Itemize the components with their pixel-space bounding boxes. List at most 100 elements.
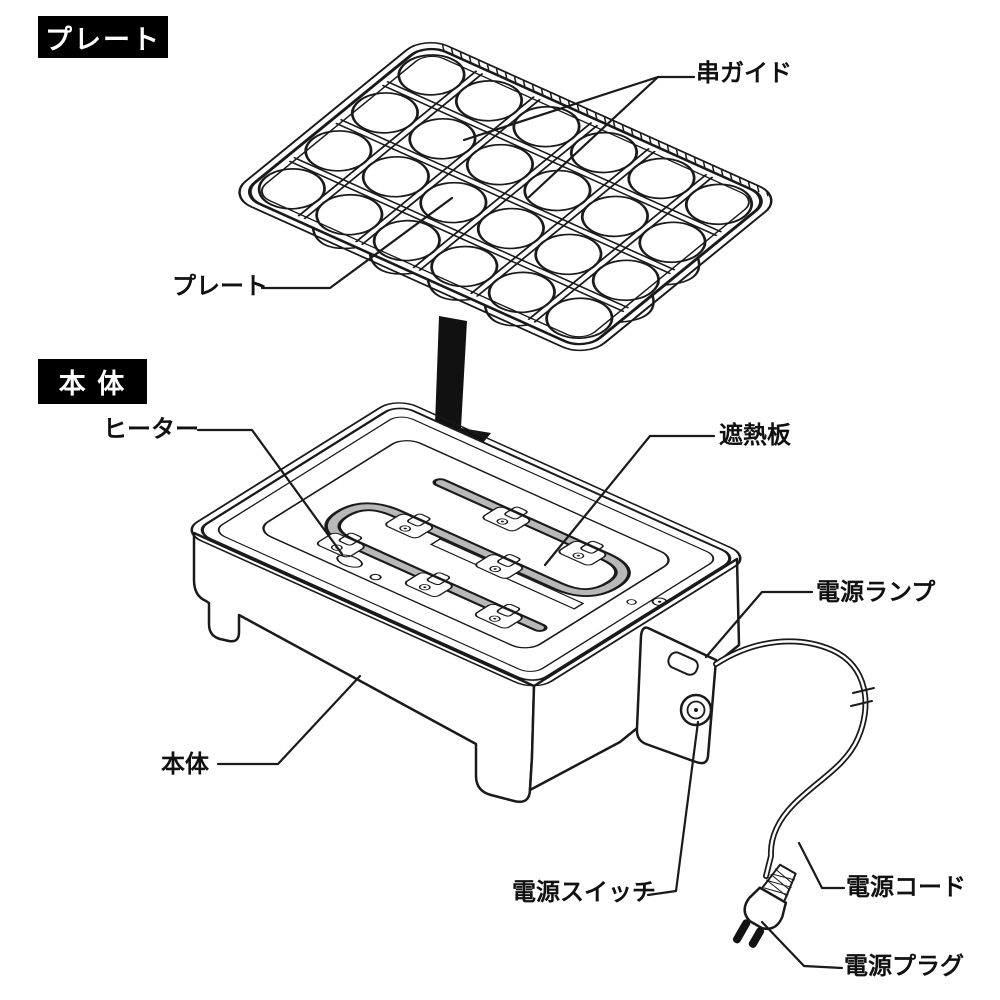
mold-cup bbox=[545, 297, 614, 339]
rim-hatch-tick bbox=[630, 129, 634, 136]
rim-hatch-tick bbox=[648, 137, 652, 144]
skewer-guide-groove bbox=[340, 119, 676, 271]
callout-line-skewer-guide-2 bbox=[527, 75, 660, 199]
mold-cup bbox=[430, 245, 499, 288]
rim-hatch-tick bbox=[603, 117, 607, 124]
plate-rim bbox=[247, 47, 763, 346]
mold-cup bbox=[361, 155, 430, 198]
rim-hatch-tick bbox=[720, 169, 724, 177]
body-unit bbox=[190, 402, 742, 803]
mold-cup bbox=[512, 105, 581, 148]
callout-line-power-switch bbox=[646, 720, 700, 897]
rim-hatch-tick bbox=[531, 84, 535, 91]
plug-body bbox=[743, 886, 788, 930]
skewer-guide-groove bbox=[476, 150, 656, 297]
mold-cup bbox=[257, 168, 326, 210]
heater-bracket bbox=[404, 572, 453, 598]
skewer-guide-groove bbox=[361, 99, 541, 245]
rim-hatch-tick bbox=[495, 68, 499, 75]
mold-cup bbox=[315, 193, 384, 236]
label-plate: プレート bbox=[172, 273, 268, 300]
callout-line-heat-shield bbox=[543, 434, 716, 567]
rim-hatch-tick bbox=[729, 173, 733, 181]
rim-hatch-tick bbox=[684, 153, 688, 160]
callout-line-heater bbox=[196, 428, 344, 556]
callout-line-power-lamp bbox=[704, 590, 814, 659]
skewer-guide-groove bbox=[470, 148, 650, 295]
heater-element bbox=[327, 480, 628, 631]
rim-hatch-tick bbox=[666, 145, 670, 152]
mold-cup bbox=[465, 143, 534, 186]
rim-hatch-tick bbox=[639, 133, 643, 140]
skewer-guide-groove bbox=[293, 157, 629, 309]
callout-lines bbox=[196, 75, 846, 970]
power-plug bbox=[732, 863, 797, 948]
callout-line-power-cord bbox=[797, 841, 846, 890]
plug-prong bbox=[732, 919, 751, 944]
label-power-switch: 電源スイッチ bbox=[512, 879, 656, 906]
heater-bracket bbox=[558, 540, 607, 566]
section-header-plate-text: プレート bbox=[45, 24, 161, 55]
callout-line-main-body bbox=[216, 674, 362, 766]
callout-line-power-plug bbox=[760, 920, 844, 970]
mold-cup bbox=[397, 54, 466, 96]
rim-hatch-tick bbox=[513, 76, 517, 83]
mold-underside-bump bbox=[665, 258, 701, 286]
mold-cup bbox=[419, 181, 488, 224]
skewer-guide-groove bbox=[412, 122, 593, 269]
rim-hatch-tick bbox=[765, 190, 769, 197]
label-heat-shield: 遮熱板 bbox=[719, 422, 791, 449]
plate-outer-lip bbox=[238, 42, 773, 352]
body-right-wall bbox=[528, 557, 741, 792]
power-switch-knob bbox=[679, 693, 713, 727]
rim-hatch-tick bbox=[459, 52, 463, 59]
heater-bracket bbox=[482, 506, 531, 532]
rim-hatch-tick bbox=[675, 149, 679, 156]
rim-hatch-tick bbox=[612, 121, 616, 128]
mold-underside-bump bbox=[426, 279, 472, 301]
mold-cup bbox=[591, 259, 660, 302]
rim-hatch-tick bbox=[621, 125, 625, 132]
skewer-guide-groove bbox=[527, 174, 708, 320]
label-skewer-guide: 串ガイド bbox=[696, 60, 792, 87]
body-inner-rim bbox=[217, 416, 715, 672]
rim-hatch-tick bbox=[450, 48, 454, 55]
mold-cup bbox=[487, 271, 556, 314]
rim-hatch-tick bbox=[486, 64, 490, 71]
rim-hatch-tick bbox=[504, 72, 508, 79]
rim-hatch-tick bbox=[477, 60, 481, 67]
mold-cup bbox=[408, 118, 477, 160]
plate-mold-grid bbox=[257, 44, 769, 339]
rim-hatch-tick bbox=[558, 96, 562, 104]
plug-prong bbox=[748, 927, 765, 948]
mold-cup bbox=[523, 169, 592, 212]
label-heater: ヒーター bbox=[103, 416, 199, 443]
mold-cup bbox=[638, 221, 707, 264]
heat-shield-plate bbox=[262, 440, 670, 649]
label-power-plug: 電源プラグ bbox=[844, 953, 964, 980]
mold-cup bbox=[580, 195, 649, 238]
rim-hatch-tick bbox=[738, 177, 742, 185]
rim-hatch-tick bbox=[540, 88, 544, 96]
mold-cup bbox=[534, 233, 603, 276]
skewer-guide-groove bbox=[335, 122, 671, 275]
heater-bracket bbox=[316, 532, 365, 558]
rim-hatch-tick bbox=[441, 44, 445, 51]
heater-bracket bbox=[475, 554, 524, 579]
skewer-guide-groove bbox=[288, 160, 625, 313]
skewer-guide-groove bbox=[418, 125, 599, 271]
skewer-guide-groove bbox=[386, 81, 722, 233]
mold-underside-bump bbox=[619, 295, 655, 323]
mold-cup bbox=[627, 157, 696, 200]
mold-underside-bump bbox=[483, 305, 529, 327]
plate-inner-rim bbox=[261, 55, 750, 338]
power-cord bbox=[713, 638, 875, 879]
section-header-body: 本 体 bbox=[38, 359, 147, 404]
label-power-lamp: 電源ランプ bbox=[816, 579, 936, 606]
power-lamp bbox=[667, 651, 699, 676]
rim-hatch-tick bbox=[549, 92, 553, 100]
rim-hatch-tick bbox=[594, 113, 598, 120]
rim-hatch-tick bbox=[585, 109, 589, 116]
heater-bracket bbox=[474, 603, 523, 629]
takoyaki-plate bbox=[238, 42, 773, 352]
